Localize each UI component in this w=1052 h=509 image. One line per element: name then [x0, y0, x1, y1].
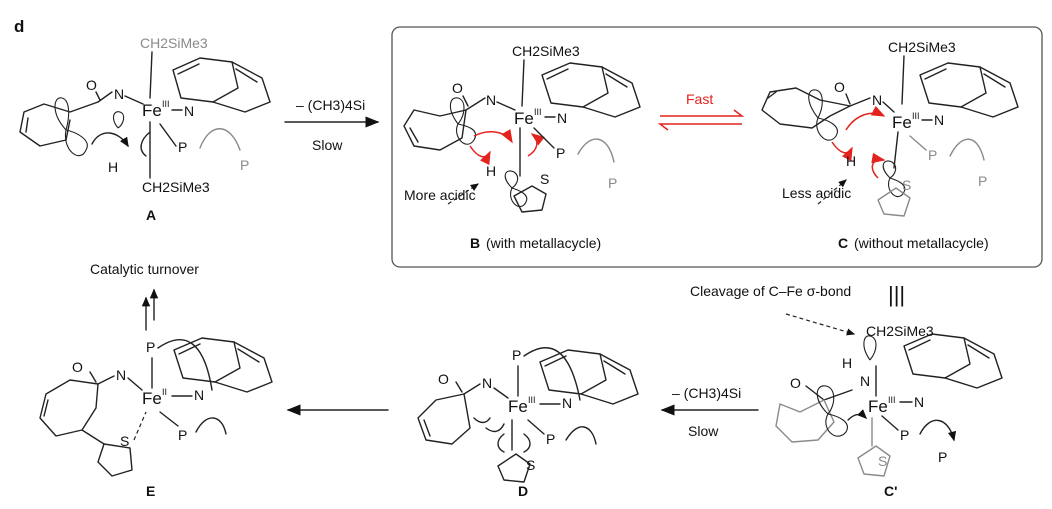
a-top-ligand: CH2SiMe3	[140, 35, 208, 51]
e-sulfur: S	[120, 433, 129, 449]
structure-e: P Fe II N N O S P E	[39, 337, 273, 499]
arrow-e-turnover: Catalytic turnover	[90, 261, 199, 331]
c-p1: P	[928, 147, 937, 163]
a-to-b-bottom: Slow	[312, 137, 343, 153]
d-ox-state: III	[528, 395, 536, 405]
c-note: Less acidic	[782, 185, 851, 201]
cp-n-amide: N	[860, 373, 870, 389]
c-oxygen: O	[834, 79, 845, 95]
d-metal: Fe	[508, 397, 528, 416]
arrow-cprime-to-d: – (CH3)4Si Slow	[660, 385, 759, 439]
c-hydrogen: H	[846, 153, 856, 169]
c-n-quinoline: N	[934, 112, 944, 128]
d-sulfur: S	[526, 457, 535, 473]
b-n-quinoline: N	[557, 110, 567, 126]
cp-metal: Fe	[868, 397, 888, 416]
c-top-ligand: CH2SiMe3	[888, 39, 956, 55]
a-p1: P	[178, 139, 187, 155]
b-c-label: Fast	[686, 91, 713, 107]
c-ox-state: III	[912, 111, 920, 121]
b-label: B	[470, 235, 480, 251]
b-caption: (with metallacycle)	[486, 235, 601, 251]
a-to-b-top: – (CH3)4Si	[296, 97, 365, 113]
a-oxygen: O	[86, 77, 97, 93]
cp-to-d-bottom: Slow	[688, 423, 719, 439]
structure-c-prime: CH2SiMe3 H N Fe III N O S P P Cleavage o…	[690, 283, 1003, 499]
bc-frame	[391, 26, 1043, 268]
d-p: P	[546, 431, 555, 447]
b-metal: Fe	[514, 109, 534, 128]
structure-b: CH2SiMe3 Fe III N N O H S P P More acidi…	[403, 43, 641, 251]
b-p1: P	[556, 145, 565, 161]
e-n-amide: N	[116, 367, 126, 383]
b-n-amide: N	[486, 92, 496, 108]
c-label: C	[838, 235, 848, 251]
a-n-quinoline: N	[184, 103, 194, 119]
arrow-a-to-b: – (CH3)4Si Slow	[284, 97, 380, 153]
a-ox-state: III	[162, 99, 170, 109]
structure-a: CH2SiMe3 Fe III N N O H P P CH2SiMe3 A	[19, 35, 271, 223]
c-p2: P	[978, 173, 987, 189]
panel-label: d	[14, 17, 24, 36]
a-p2: P	[240, 157, 249, 173]
c-cprime-equivalence: |||	[888, 282, 905, 307]
d-oxygen: O	[438, 371, 449, 387]
d-p-top: P	[512, 347, 521, 363]
d-label: D	[518, 483, 528, 499]
cp-p1: P	[900, 427, 909, 443]
e-label: E	[146, 483, 155, 499]
c-sulfur: S	[902, 177, 911, 193]
d-n-amide: N	[482, 375, 492, 391]
b-top-ligand: CH2SiMe3	[512, 43, 580, 59]
c-caption: (without metallacycle)	[854, 235, 989, 251]
e-n-quinoline: N	[194, 387, 204, 403]
cp-sulfur: S	[878, 453, 887, 469]
cp-to-d-top: – (CH3)4Si	[672, 385, 741, 401]
equilibrium-b-c: Fast	[657, 91, 745, 131]
a-n-amide: N	[114, 86, 124, 102]
b-ox-state: III	[534, 107, 542, 117]
cp-ox-state: III	[888, 395, 896, 405]
e-oxygen: O	[72, 359, 83, 375]
structure-c: CH2SiMe3 Fe III N N O H S P P Less acidi…	[761, 39, 1019, 251]
b-sulfur: S	[540, 171, 549, 187]
c-metal: Fe	[892, 113, 912, 132]
a-bottom-ligand: CH2SiMe3	[142, 179, 210, 195]
turnover-label: Catalytic turnover	[90, 261, 199, 277]
cp-oxygen: O	[790, 375, 801, 391]
structure-d: P Fe III N N O S P D	[417, 347, 639, 499]
cp-p2: P	[938, 449, 947, 465]
b-oxygen: O	[452, 80, 463, 96]
cp-hydrogen: H	[842, 355, 852, 371]
cp-n-quinoline: N	[914, 394, 924, 410]
cp-label: C'	[884, 483, 897, 499]
d-n-quinoline: N	[562, 395, 572, 411]
b-note: More acidic	[404, 187, 476, 203]
e-p: P	[178, 427, 187, 443]
e-ox-state: II	[162, 387, 167, 397]
e-p-top: P	[146, 339, 155, 355]
e-metal: Fe	[142, 389, 162, 408]
a-hydrogen: H	[108, 159, 118, 175]
a-metal: Fe	[142, 101, 162, 120]
a-label: A	[146, 207, 156, 223]
c-n-amide: N	[872, 92, 882, 108]
b-p2: P	[608, 175, 617, 191]
b-hydrogen: H	[486, 163, 496, 179]
cp-note: Cleavage of C–Fe σ-bond	[690, 283, 851, 299]
cp-top-ligand: CH2SiMe3	[866, 323, 934, 339]
